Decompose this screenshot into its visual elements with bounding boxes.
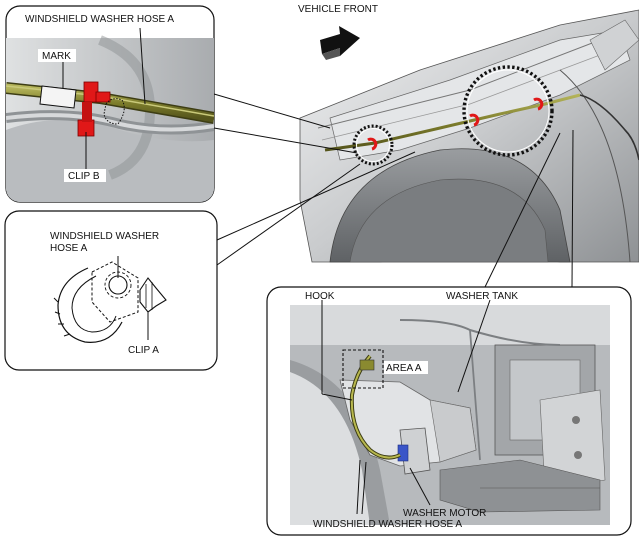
windshield-washer-hose-a-detail-label-line2: HOSE A bbox=[50, 243, 88, 254]
hook-label: HOOK bbox=[305, 291, 335, 302]
clip-a-label: CLIP A bbox=[128, 345, 159, 356]
detail-panel-clip-b: MARK WINDSHIELD WASHER HOSE A CLIP B bbox=[5, 5, 215, 203]
windshield-washer-hose-a-label-bottom: WINDSHIELD WASHER HOSE A bbox=[313, 519, 462, 530]
washer-motor-label: WASHER MOTOR bbox=[403, 508, 486, 519]
detail-panel-clip-a: WINDSHIELD WASHER HOSE A CLIP A bbox=[4, 210, 218, 371]
clip-b-shape bbox=[77, 81, 111, 137]
washer-tank-label: WASHER TANK bbox=[446, 291, 518, 302]
clip-b-label: CLIP B bbox=[68, 171, 100, 182]
callout-leaders bbox=[213, 93, 574, 288]
area-a-label: AREA A bbox=[386, 363, 422, 374]
vehicle-front-arrow-icon bbox=[320, 26, 360, 60]
mark-label: MARK bbox=[42, 51, 71, 62]
main-vehicle-view bbox=[299, 9, 639, 263]
windshield-washer-hose-a-label-top: WINDSHIELD WASHER HOSE A bbox=[25, 14, 174, 25]
windshield-washer-hose-a-detail-label-line1: WINDSHIELD WASHER bbox=[50, 231, 159, 242]
detail-panel-washer-tank: HOOK WASHER TANK AREA A WASHER MOTOR WIN… bbox=[266, 286, 632, 536]
vehicle-front-label: VEHICLE FRONT bbox=[298, 4, 378, 15]
